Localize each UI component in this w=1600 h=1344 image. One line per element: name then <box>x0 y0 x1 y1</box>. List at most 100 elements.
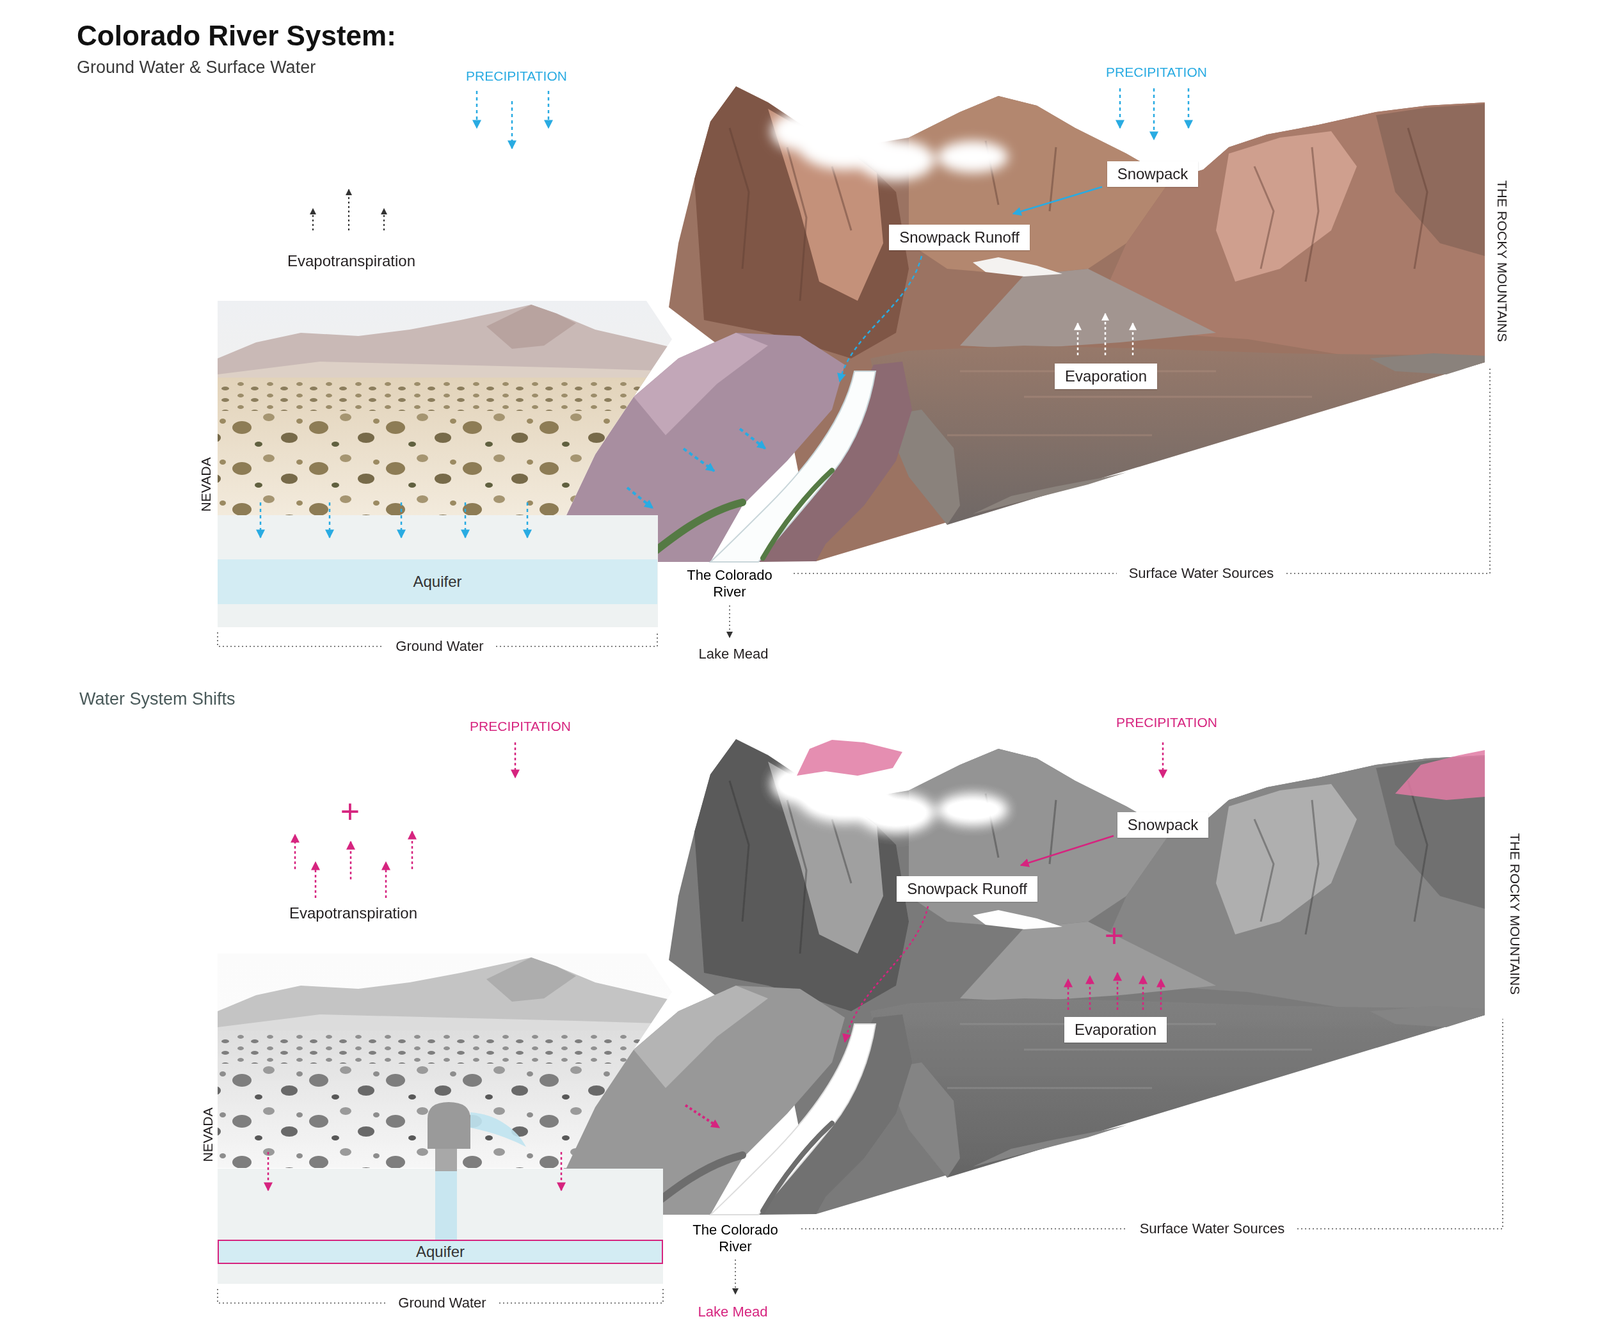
process-label: Evapotranspiration <box>287 252 416 271</box>
river-label: The Colorado River <box>680 1221 790 1256</box>
brackets <box>728 605 731 638</box>
bracket-label: Surface Water Sources <box>1128 565 1275 582</box>
precipitation-label: PRECIPITATION <box>1116 714 1218 731</box>
shift-arrows <box>385 862 388 898</box>
precipitation-arrows <box>328 502 331 538</box>
evapotranspiration-arrows <box>312 189 384 231</box>
shift-arrows <box>1089 976 1092 1010</box>
evapotranspiration-arrows <box>312 208 314 231</box>
node-text: Evaporation <box>1064 367 1147 386</box>
region-label: NEVADA <box>199 1107 216 1163</box>
brackets <box>217 1288 388 1304</box>
snowpack-label-box: Snowpack <box>1117 812 1209 838</box>
brackets <box>217 368 1503 1304</box>
precipitation-label: PRECIPITATION <box>469 718 571 735</box>
bracket-label: Ground Water <box>398 1294 486 1312</box>
precipitation-arrows <box>476 90 479 128</box>
evaporation-arrows <box>1104 313 1107 356</box>
precipitation-arrows <box>547 90 550 128</box>
brackets <box>793 572 1117 575</box>
well-pump <box>427 1102 527 1240</box>
snow-loss-patches <box>796 739 1485 800</box>
node-text: Aquifer <box>416 1242 465 1261</box>
shift-arrows <box>685 1105 720 1128</box>
precipitation-arrows <box>511 101 514 149</box>
precipitation-arrows <box>1153 88 1156 140</box>
leader-lines <box>1013 186 1103 214</box>
bracket-label: Ground Water <box>395 638 484 655</box>
shift-arrows <box>1160 979 1163 1010</box>
shift-arrows <box>514 742 517 778</box>
precipitation-arrows <box>1119 88 1122 128</box>
shift-arrows <box>268 742 1163 1191</box>
shift-arrows <box>350 841 352 880</box>
region-label: THE ROCKY MOUNTAINS <box>1506 833 1523 995</box>
node-text: Snowpack Runoff <box>906 880 1028 898</box>
bracket-label: Surface Water Sources <box>1139 1220 1286 1238</box>
ground-bands <box>217 515 664 1284</box>
well-pump <box>427 1102 471 1149</box>
node-text: Evaporation <box>1074 1020 1157 1039</box>
aquifer-band: Aquifer <box>217 559 658 605</box>
shift-arrows <box>560 1152 563 1191</box>
brackets <box>499 1288 664 1304</box>
node-text: Snowpack <box>1127 816 1199 834</box>
runoff-label-box: Snowpack Runoff <box>888 224 1030 251</box>
subtitle: Ground Water & Surface Water <box>76 56 316 78</box>
node-text: Snowpack Runoff <box>899 228 1020 247</box>
evaporation-label-box: Evaporation <box>1054 363 1158 390</box>
landscape-shifted <box>217 677 1485 1215</box>
snow-loss-patches <box>1395 750 1485 800</box>
runoff-label-box: Snowpack Runoff <box>896 876 1038 902</box>
runoff-arrows <box>683 448 715 472</box>
shift-arrows <box>267 1152 270 1191</box>
shift-arrows <box>294 834 297 870</box>
destination-label: Lake Mead <box>698 645 769 663</box>
shift-arrows <box>1116 972 1119 1010</box>
leader-lines <box>839 186 1103 382</box>
brackets <box>1297 1018 1503 1229</box>
brackets <box>801 1228 1128 1230</box>
shift-arrows <box>844 906 928 1042</box>
evaporation-arrows <box>1077 323 1080 356</box>
runoff-arrows <box>627 428 766 509</box>
precipitation-arrows <box>260 88 1189 538</box>
precipitation-arrows <box>259 502 262 538</box>
brackets <box>1286 368 1490 574</box>
ground-bands <box>217 515 658 628</box>
precipitation-arrows <box>400 502 403 538</box>
well-pump <box>435 1148 457 1172</box>
runoff-arrows <box>739 428 766 449</box>
destination-label: Lake Mead <box>698 1303 768 1321</box>
evapotranspiration-arrows <box>383 208 385 231</box>
precipitation-label: PRECIPITATION <box>1105 64 1208 80</box>
well-pump <box>470 1112 527 1147</box>
evaporation-label-box: Evaporation <box>1064 1016 1167 1043</box>
runoff-arrows <box>627 487 653 509</box>
increase-symbol: + <box>1104 915 1124 956</box>
evaporation-arrows <box>1077 313 1133 356</box>
brackets <box>734 1259 736 1295</box>
shift-arrows <box>1067 979 1070 1010</box>
shift-arrows <box>1142 976 1145 1010</box>
precipitation-arrows <box>1187 88 1190 128</box>
river-label: The Colorado River <box>675 567 784 601</box>
landscape-current <box>217 24 1485 562</box>
shift-arrows <box>1020 835 1114 866</box>
process-label: Evapotranspiration <box>289 904 418 923</box>
region-label: NEVADA <box>197 457 214 512</box>
well-pump <box>435 1171 457 1240</box>
diagram-title: Colorado River System: <box>76 19 397 54</box>
shift-arrows <box>314 862 317 898</box>
snowpack-label-box: Snowpack <box>1107 161 1199 187</box>
precipitation-arrows <box>464 502 467 538</box>
section-heading: Water System Shifts <box>79 688 236 710</box>
evaporation-arrows <box>1132 323 1135 356</box>
evapotranspiration-arrows <box>348 189 350 231</box>
precipitation-label: PRECIPITATION <box>465 67 568 84</box>
brackets <box>217 632 384 647</box>
node-text: Aquifer <box>412 572 462 591</box>
